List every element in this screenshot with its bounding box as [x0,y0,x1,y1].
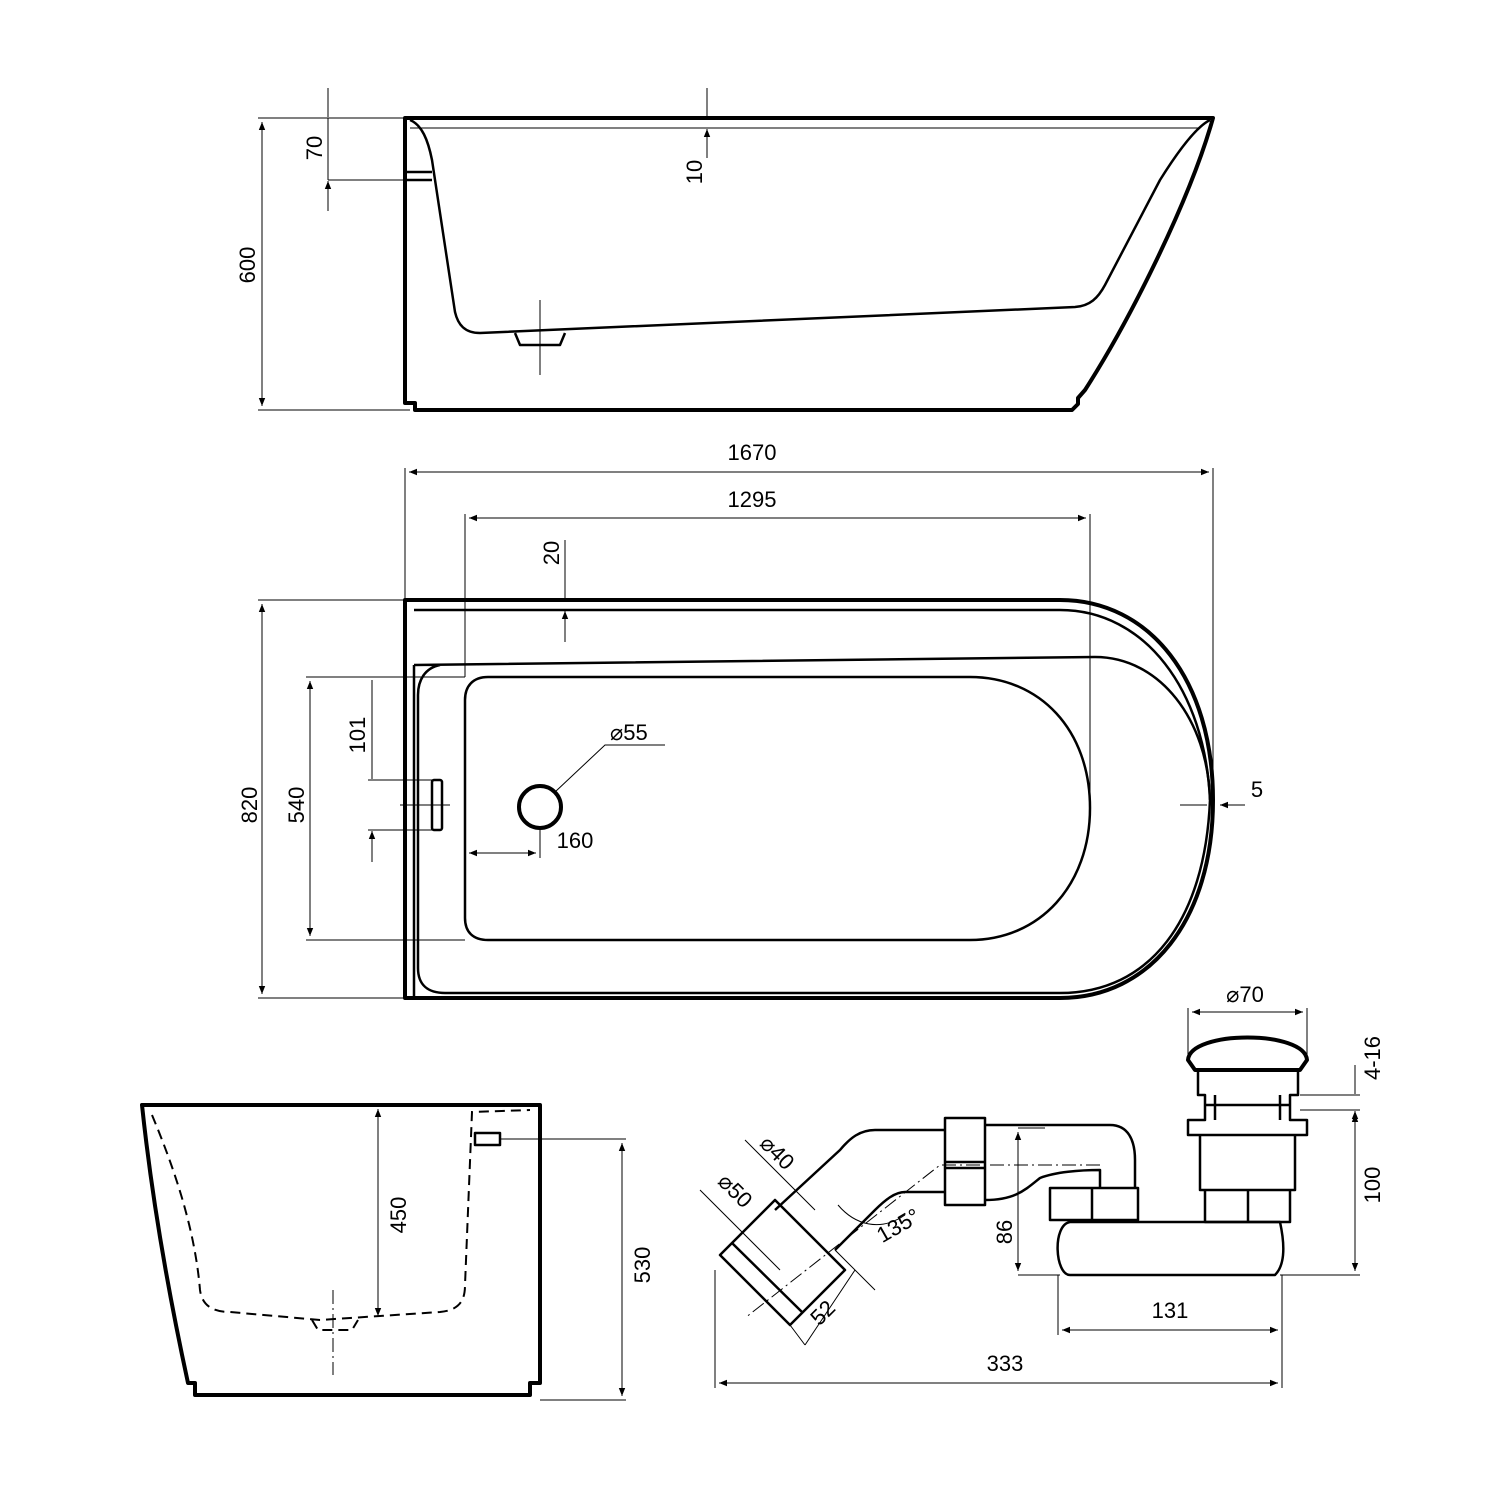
side-inner-basin [409,118,1211,335]
dim-530-label: 530 [630,1247,655,1284]
leader-55 [554,744,665,793]
dim-100-label: 100 [1360,1167,1385,1204]
ext-lines-top [404,468,1214,800]
dim-plug-70-label: ⌀70 [1226,982,1264,1007]
dim-540-label: 540 [284,787,309,824]
dim-333-label: 333 [987,1351,1024,1376]
dim-160-label: 160 [557,828,594,853]
plan-basin [463,675,1092,942]
dim-131-label: 131 [1152,1298,1189,1323]
end-view: 450 530 [140,1103,655,1401]
dim-450-label: 450 [386,1197,411,1234]
drain-centerline [744,1164,1100,1319]
dim-20-label: 20 [539,541,564,565]
dim-40-label: ⌀40 [755,1131,799,1175]
dim-600-label: 600 [235,247,260,284]
end-drain [311,1319,359,1331]
dim-135-label: 135° [872,1203,924,1247]
plug-lower-body [1198,1135,1297,1224]
plan-rim [414,608,1212,801]
end-overflow [473,1131,502,1147]
elbow-pipe [984,1123,1137,1202]
dim-820-label: 820 [237,787,262,824]
dim-4-16-label: 4-16 [1360,1036,1385,1080]
dim-55-label: ⌀55 [610,720,648,745]
dim-5-label: 5 [1251,777,1263,802]
trap-body [1056,1220,1285,1277]
plug-cap [1186,1035,1309,1072]
ext-131-333 [714,1270,1283,1388]
ext-70 [1187,1008,1308,1060]
ext-lines [258,117,410,411]
dim-10-label: 10 [682,160,707,184]
trap-nut [1048,1186,1140,1222]
drain-assembly: ⌀70 4-16 100 86 131 333 ⌀40 ⌀50 135° 52 [699,982,1385,1388]
drain-hole [517,784,563,830]
dim-50-label: ⌀50 [713,1169,757,1213]
dim-1670-label: 1670 [728,440,777,465]
plug-body [1186,1070,1309,1137]
dim-70-label: 70 [302,136,327,160]
ext-lines-left [258,599,465,999]
plan-view: ⌀55 1670 1295 20 820 540 101 160 5 [237,440,1263,1000]
dim-86-label: 86 [992,1220,1017,1244]
side-outline [403,116,1215,412]
angle-arc [837,1204,906,1226]
angled-pipe [774,1128,945,1251]
union-nut [943,1116,987,1207]
end-outline [140,1103,542,1397]
dim-101-label: 101 [345,717,370,754]
side-view: 600 70 10 [235,88,1215,412]
ext-530 [500,1138,626,1401]
ext-angled [699,1139,876,1346]
end-inner-basin-dashed [151,1109,531,1322]
ext-4-16 [1280,1094,1360,1276]
overflow-mark [405,170,432,182]
dim-1295-label: 1295 [728,487,777,512]
ext-86 [1018,1127,1060,1276]
plan-inner-rim [412,655,1212,998]
